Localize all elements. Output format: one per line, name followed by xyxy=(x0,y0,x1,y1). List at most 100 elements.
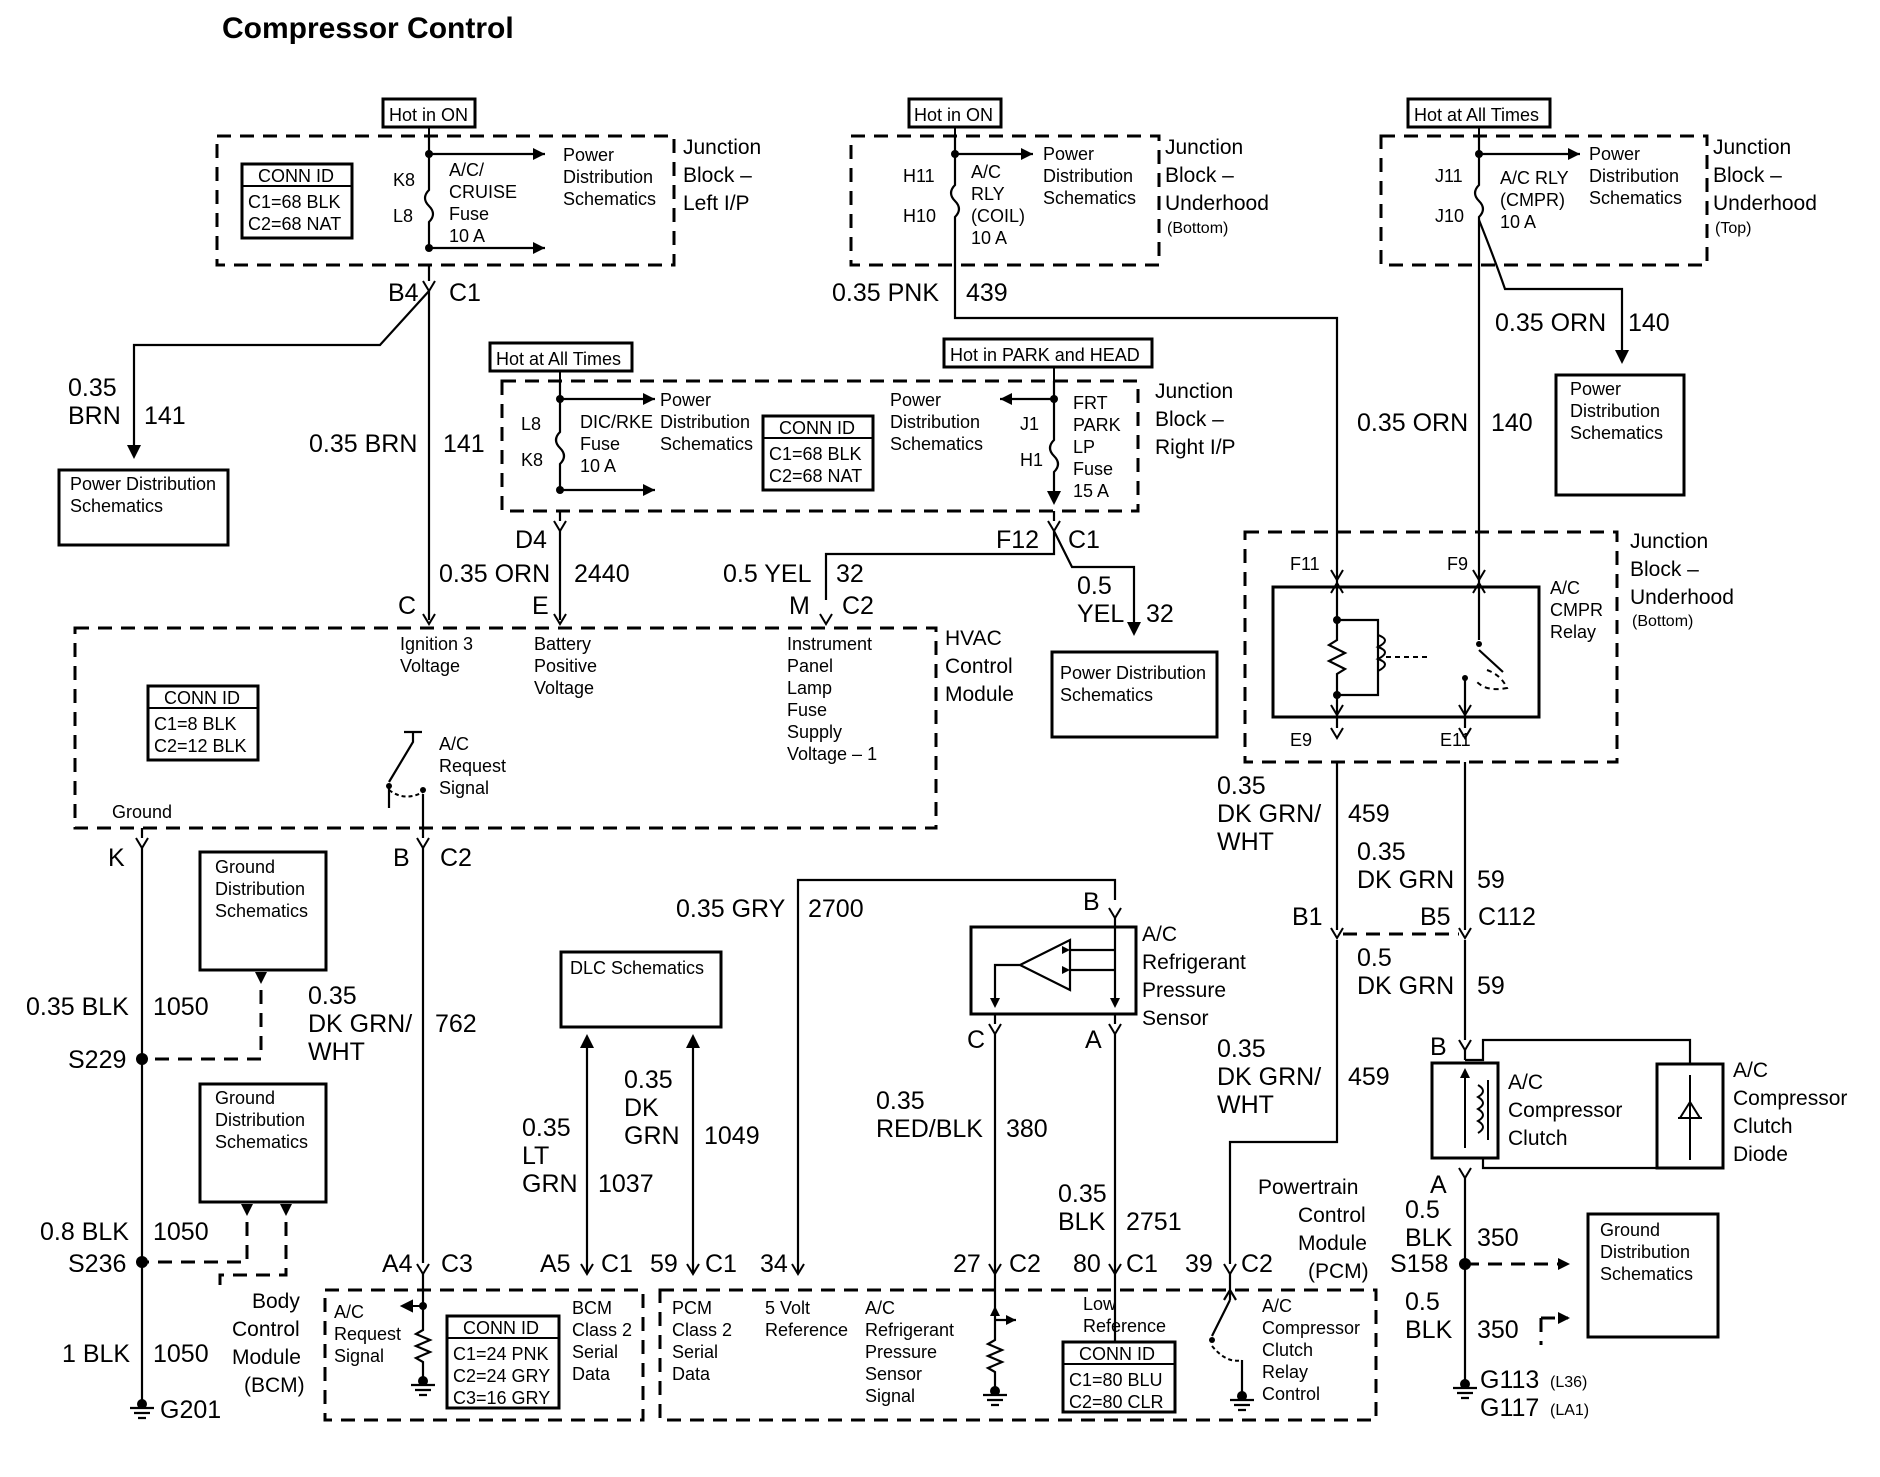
hvac-name-1: HVAC xyxy=(945,627,1002,650)
dkgrn-59-a-num: 59 xyxy=(1477,866,1505,894)
hvac-switch-3: Signal xyxy=(439,778,489,798)
hvac-pin-c-2: Voltage xyxy=(400,656,460,676)
ground-g113: G113 xyxy=(1480,1366,1539,1394)
pcm-sig-2: Refrigerant xyxy=(865,1320,954,1340)
jbt-name-2: Block – xyxy=(1713,164,1782,187)
hvac-pin-m-4: Fuse xyxy=(787,700,827,720)
pcm-lowref-1: Low xyxy=(1083,1294,1117,1314)
relay-junction-block: Junction Block – Underhood (Bottom) F11 … xyxy=(1243,530,1734,764)
pcm-sig-1: A/C xyxy=(865,1298,895,1318)
jb-name-c: Underhood xyxy=(1165,192,1269,215)
rip-hot-right: Hot in PARK and HEAD xyxy=(950,345,1140,365)
gry-2700-gauge: 0.35 GRY xyxy=(676,895,786,923)
rip-connid-c2: C2=68 NAT xyxy=(769,466,862,486)
pcm-relay-1: A/C xyxy=(1262,1296,1292,1316)
hvac-pin-m-1: Instrument xyxy=(787,634,872,654)
relay-jb-name-1: Junction xyxy=(1630,530,1708,553)
conn-id-c1: C1=68 BLK xyxy=(248,192,341,212)
rip-fuse-l-1: DIC/RKE xyxy=(580,412,653,432)
relay-jb-name-3: Underhood xyxy=(1630,586,1734,609)
relay-fuse-2: RLY xyxy=(971,184,1005,204)
pd-right-2: Distribution xyxy=(1570,401,1660,421)
splice-s158: S158 xyxy=(1390,1250,1448,1278)
pcm-relay-4: Relay xyxy=(1262,1362,1308,1382)
conn-c2-b: C2 xyxy=(440,844,472,872)
ground-g201: G201 xyxy=(160,1396,221,1424)
powertrain-control-module: Powertrain Control Module (PCM) PCM Clas… xyxy=(658,1176,1378,1422)
hvac-pin-e-3: Voltage xyxy=(534,678,594,698)
pd-left-2: Schematics xyxy=(70,496,163,516)
hvac-pin-c-1: Ignition 3 xyxy=(400,634,473,654)
hvac-pin-m-2: Panel xyxy=(787,656,833,676)
bcm-serial-1: BCM xyxy=(572,1298,612,1318)
jbt-name-3: Underhood xyxy=(1713,192,1817,215)
dkgrn-1049-c2: GRN xyxy=(624,1122,680,1150)
conn-c3: C3 xyxy=(441,1250,473,1278)
rip-name-3: Right I/P xyxy=(1155,436,1236,459)
pcm-serial-1: PCM xyxy=(672,1298,712,1318)
pd-right-1: Power xyxy=(1570,379,1621,399)
sensor-pin-a: A xyxy=(1085,1026,1102,1054)
bcm-connid-c2: C2=24 GRY xyxy=(453,1366,550,1386)
junction-name-3: Left I/P xyxy=(683,192,750,215)
jb-name-a: Junction xyxy=(1165,136,1243,159)
hvac-pin-m-3: Lamp xyxy=(787,678,832,698)
pcm-relay-5: Control xyxy=(1262,1384,1320,1404)
fuse-label-1: A/C/ xyxy=(449,160,484,180)
ground-g113-sub: (L36) xyxy=(1550,1374,1587,1391)
sensor-label-4: Sensor xyxy=(1142,1007,1209,1030)
power-top-2: Distribution xyxy=(1589,166,1679,186)
cmpr-fuse-2: (CMPR) xyxy=(1500,190,1565,210)
pcm-serial-2: Class 2 xyxy=(672,1320,732,1340)
ac-refrigerant-pressure-sensor: A/C Refrigerant Pressure Sensor xyxy=(969,918,1246,1030)
sensor-label-3: Pressure xyxy=(1142,979,1226,1002)
conn-b1: B1 xyxy=(1292,903,1323,931)
ground-distribution-box-3: Ground Distribution Schematics xyxy=(1586,1212,1720,1339)
conn-c1-80: C1 xyxy=(1126,1250,1158,1278)
conn-d4: D4 xyxy=(515,526,547,554)
clutch-label-2: Compressor xyxy=(1508,1099,1622,1122)
conn-id-c2: C2=68 NAT xyxy=(248,214,341,234)
blk-1050-c-gauge: 1 BLK xyxy=(62,1340,130,1368)
bottom-connector-row: A4 C3 A5 C1 59 C1 34 27 C2 80 C1 39 C2 xyxy=(382,1250,1273,1278)
clutch-label-1: A/C xyxy=(1508,1071,1543,1094)
sensor-pin-b: B xyxy=(1083,888,1100,916)
gd1-2: Distribution xyxy=(215,879,305,899)
pin-j10: J10 xyxy=(1435,206,1464,226)
pcm-relay-3: Clutch xyxy=(1262,1340,1313,1360)
pcm-serial-3: Serial xyxy=(672,1342,718,1362)
relay-jb-name-2: Block – xyxy=(1630,558,1699,581)
relay-fuse-3: (COIL) xyxy=(971,206,1025,226)
blk-1050-a-gauge: 0.35 BLK xyxy=(26,993,129,1021)
yel-32-a-num: 32 xyxy=(836,560,864,588)
ground-distribution-box-2: Ground Distribution Schematics xyxy=(198,1082,328,1204)
ltgrn-gauge: 0.35 xyxy=(522,1114,571,1142)
dkgrnwht-459-b-c1: DK GRN/ xyxy=(1217,1063,1321,1091)
ltgrn-c1: LT xyxy=(522,1142,549,1170)
rip-fuse-r-5: 15 A xyxy=(1073,481,1109,501)
conn-id-title: CONN ID xyxy=(258,166,334,186)
brn-141-main-num: 141 xyxy=(443,430,485,458)
diagram-title: Compressor Control xyxy=(222,12,514,45)
brn-141-top-gauge: 0.35 xyxy=(68,374,117,402)
wire-pnk-439 xyxy=(953,290,1339,560)
pd-left-1: Power Distribution xyxy=(70,474,216,494)
rip-h1: H1 xyxy=(1020,450,1043,470)
pcm-serial-4: Data xyxy=(672,1364,711,1384)
conn-f12: F12 xyxy=(996,526,1039,554)
relay-label-1: A/C xyxy=(1550,578,1580,598)
redblk-color: RED/BLK xyxy=(876,1115,983,1143)
relay-f9: F9 xyxy=(1447,554,1468,574)
relay-label-2: CMPR xyxy=(1550,600,1603,620)
rip-fuse-r-3: LP xyxy=(1073,437,1095,457)
blk-1050-b-gauge: 0.8 BLK xyxy=(40,1218,129,1246)
gd2-1: Ground xyxy=(215,1088,275,1108)
pin-k8: K8 xyxy=(393,170,415,190)
conn-a5: A5 xyxy=(540,1250,571,1278)
gd3-1: Ground xyxy=(1600,1220,1660,1240)
dkgrnwht-459-b-gauge: 0.35 xyxy=(1217,1035,1266,1063)
conn-a4: A4 xyxy=(382,1250,413,1278)
pcm-relay-2: Compressor xyxy=(1262,1318,1360,1338)
hot-in-on-label: Hot in ON xyxy=(389,105,468,125)
blk-350-b-gauge: 0.5 xyxy=(1405,1288,1440,1316)
